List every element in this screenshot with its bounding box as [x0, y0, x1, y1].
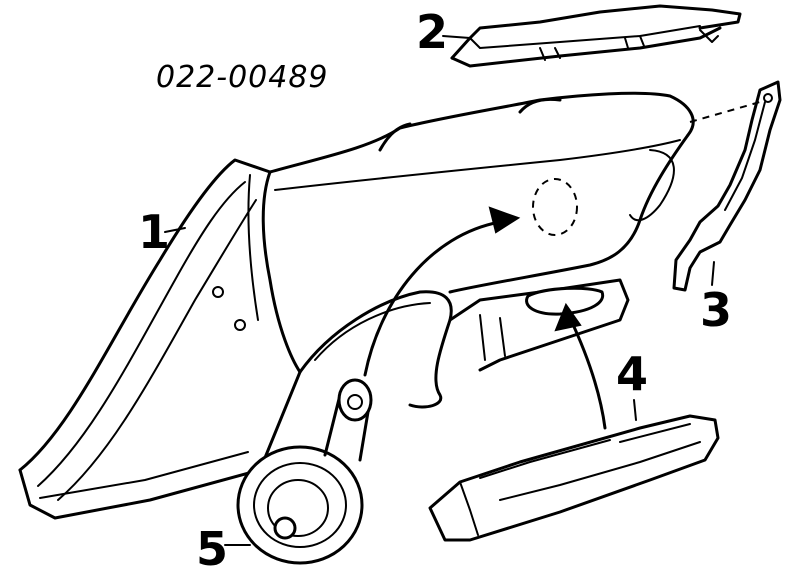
quarter-panel-part: [18, 91, 761, 520]
horn-part: [236, 378, 373, 565]
part-code: 022-00489: [156, 60, 329, 95]
arrowhead-marker-lamp: [554, 302, 582, 332]
assembly-arrows: [363, 206, 607, 430]
arrowhead-fuel-door: [488, 206, 521, 234]
side-marker-lamp-part: [428, 414, 720, 542]
callout-5: 5: [196, 522, 228, 576]
callout-2: 2: [416, 5, 448, 59]
leader-lines: [164, 35, 715, 546]
callout-3: 3: [700, 283, 732, 337]
callout-4: 4: [616, 347, 648, 401]
upper-rail-part: [450, 4, 742, 68]
bracket-part: [672, 80, 782, 292]
callout-1: 1: [138, 205, 170, 259]
